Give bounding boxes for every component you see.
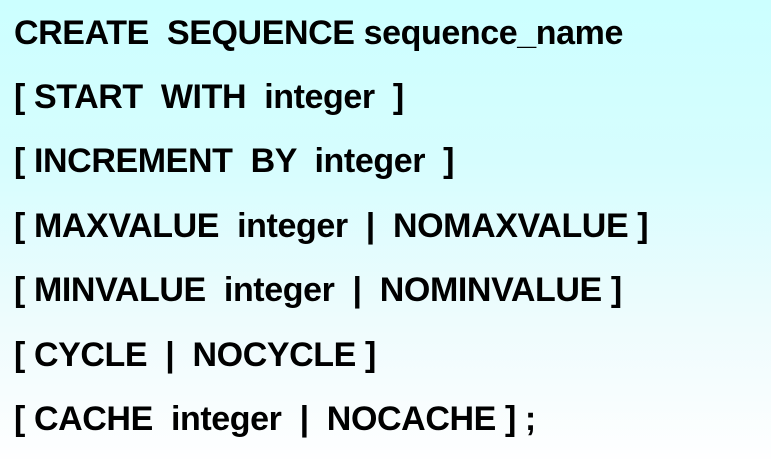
syntax-line-create-sequence: CREATE SEQUENCE sequence_name (14, 13, 623, 52)
syntax-line-cache: [ CACHE integer | NOCACHE ] ; (14, 400, 536, 439)
syntax-line-increment-by: [ INCREMENT BY integer ] (14, 142, 455, 181)
syntax-line-maxvalue: [ MAXVALUE integer | NOMAXVALUE ] (14, 206, 649, 245)
syntax-line-start-with: [ START WITH integer ] (14, 78, 404, 117)
syntax-line-minvalue: [ MINVALUE integer | NOMINVALUE ] (14, 271, 622, 310)
syntax-line-cycle: [ CYCLE | NOCYCLE ] (14, 335, 376, 374)
